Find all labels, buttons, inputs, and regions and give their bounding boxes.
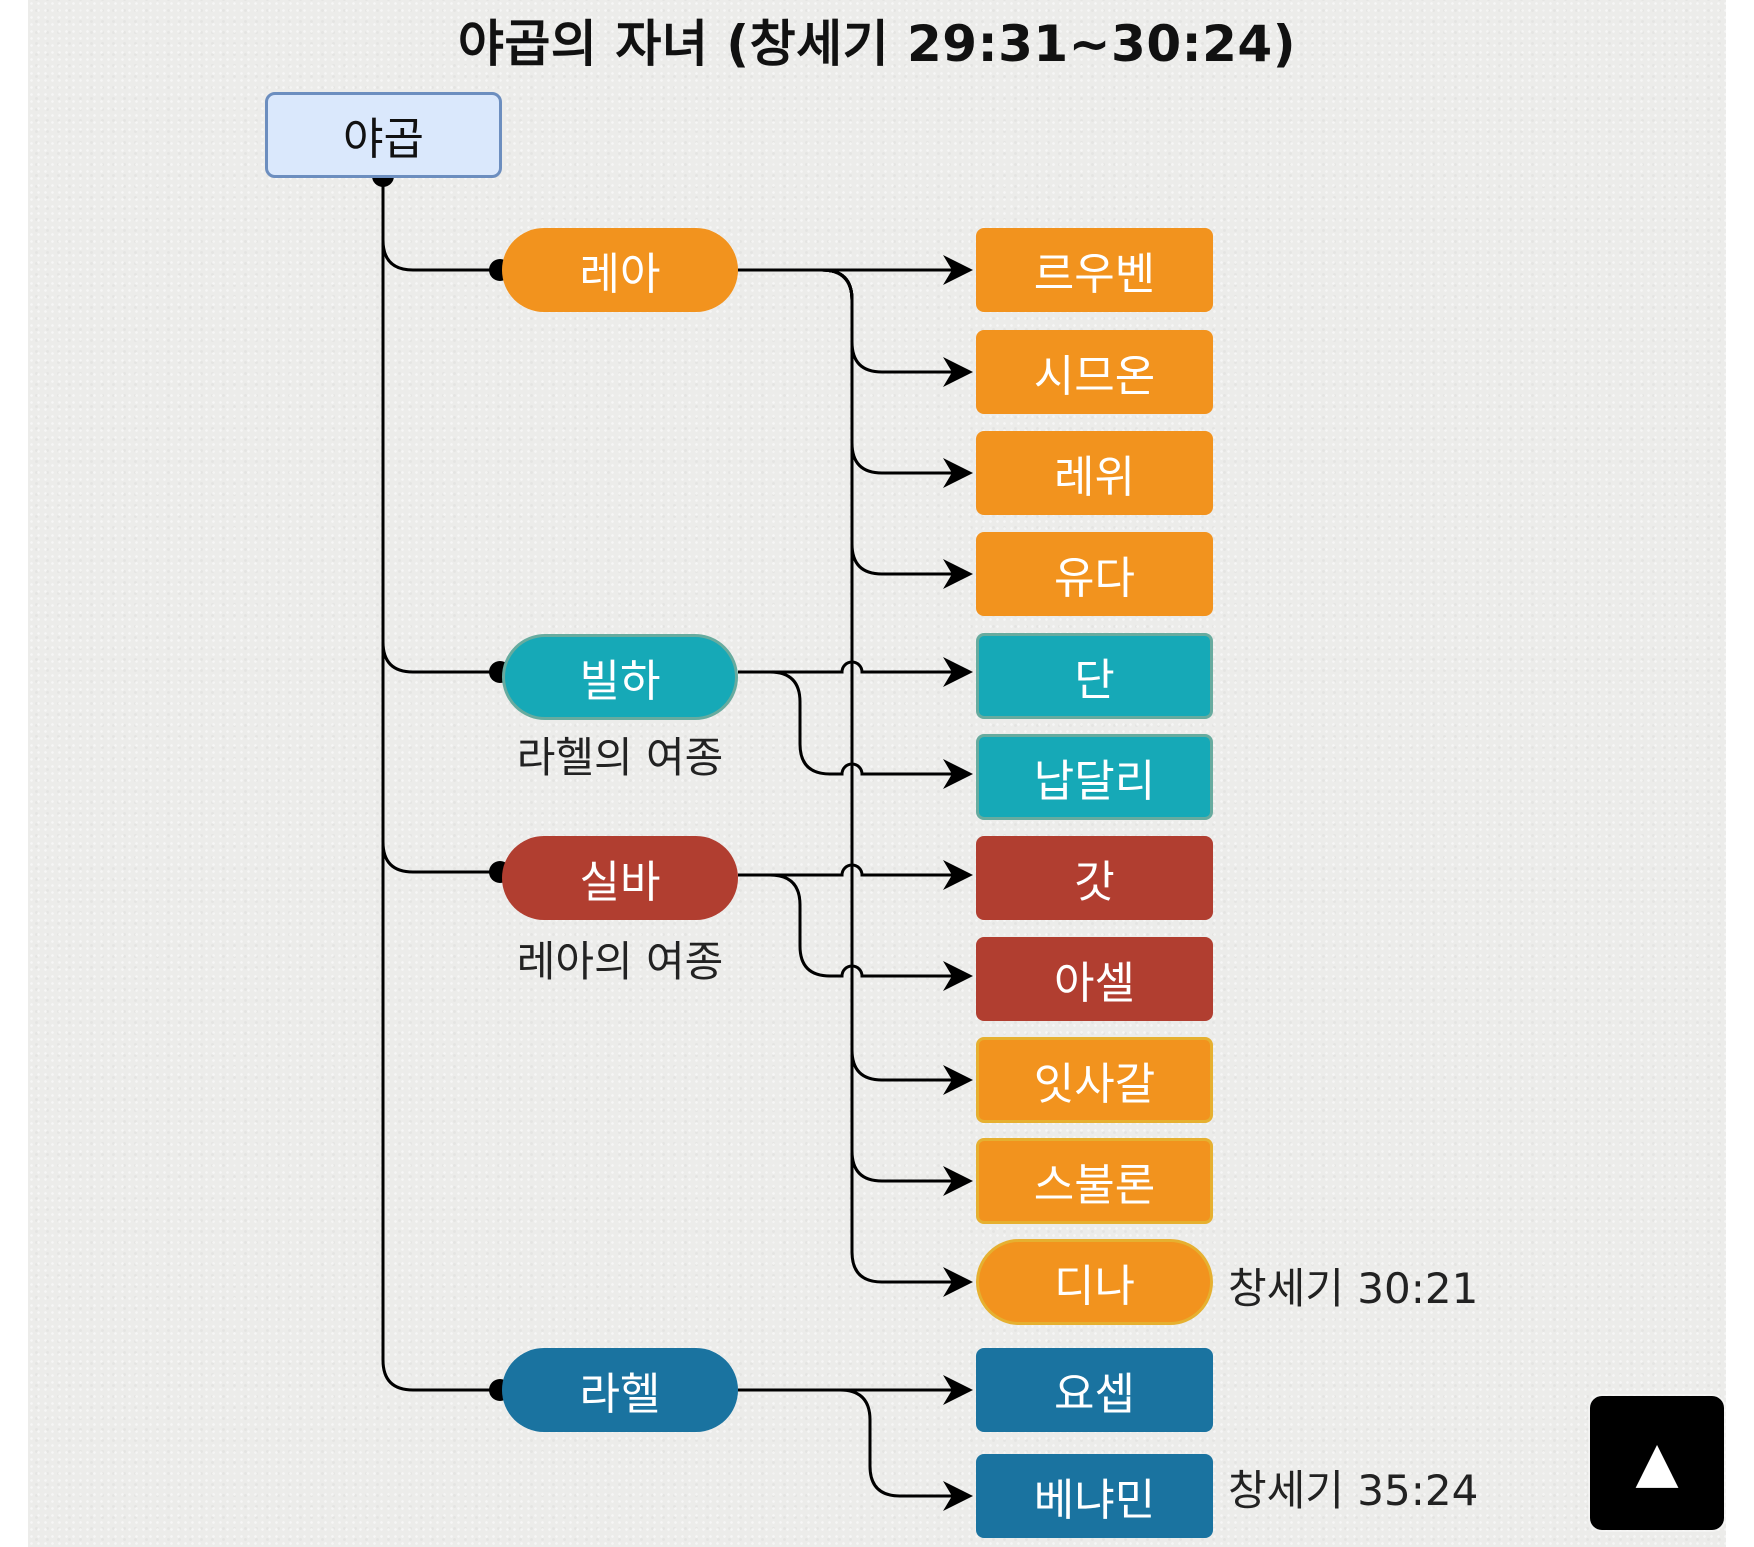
child-node-joseph: 요셉 [976, 1348, 1213, 1432]
child-node-zebulun: 스불론 [976, 1138, 1213, 1224]
child-label: 르우벤 [1033, 249, 1156, 300]
edge-leah-dinah [738, 268, 973, 1297]
child-node-dinah: 디나 [976, 1239, 1213, 1325]
branch-connector-bilhah [381, 641, 500, 674]
mother-node-zilpah: 실바 [502, 836, 738, 920]
edge-bilhah-dan [738, 657, 973, 687]
root-node-label: 야곱 [343, 114, 424, 165]
mother-node-bilhah: 빌하 [502, 634, 738, 720]
up-triangle-icon: ▲ [1635, 1430, 1679, 1495]
child-label: 유다 [1054, 553, 1135, 604]
child-node-asher: 아셀 [976, 937, 1213, 1021]
child-node-benjamin: 베냐민 [976, 1454, 1213, 1538]
edge-leah-judah [738, 268, 973, 589]
child-node-reuben: 르우벤 [976, 228, 1213, 312]
child-label: 잇사갈 [1033, 1059, 1156, 1110]
child-node-judah: 유다 [976, 532, 1213, 616]
edge-zilpah-gad [738, 860, 973, 890]
child-label: 레위 [1054, 452, 1135, 503]
scroll-to-top-button[interactable]: ▲ [1590, 1396, 1724, 1530]
mother-node-rachel: 라헬 [502, 1348, 738, 1432]
child-node-simeon: 시므온 [976, 330, 1213, 414]
mother-label: 실바 [579, 857, 661, 908]
child-label: 요셉 [1054, 1369, 1135, 1420]
mother-node-leah: 레아 [502, 228, 738, 312]
mother-note-bilhah: 라헬의 여종 [516, 733, 724, 782]
child-label: 아셀 [1054, 958, 1135, 1009]
child-label: 스불론 [1033, 1160, 1156, 1211]
mother-note-zilpah: 레아의 여종 [516, 937, 724, 986]
mother-label: 레아 [579, 249, 661, 300]
child-label: 갓 [1074, 857, 1115, 908]
child-node-levi: 레위 [976, 431, 1213, 515]
child-label: 시므온 [1033, 351, 1156, 402]
child-node-dan: 단 [976, 633, 1213, 719]
child-node-gad: 갓 [976, 836, 1213, 920]
reference-benjamin: 창세기 35:24 [1228, 1466, 1479, 1515]
diagram-title: 야곱의 자녀 (창세기 29:31~30:24) [457, 15, 1297, 73]
branch-connector-zilpah [381, 841, 500, 874]
trunk-connector [381, 176, 500, 1392]
child-node-issachar: 잇사갈 [976, 1037, 1213, 1123]
root-node-jacob: 야곱 [265, 92, 502, 178]
child-label: 베냐민 [1033, 1475, 1156, 1526]
child-label: 단 [1074, 655, 1115, 706]
mother-label: 빌하 [579, 656, 661, 707]
edge-zilpah-asher [738, 873, 973, 991]
edge-rachel-benjamin [738, 1388, 973, 1511]
edge-leah-zebulun [738, 268, 973, 1196]
child-label: 디나 [1054, 1261, 1135, 1312]
edge-leah-issachar [738, 268, 973, 1095]
reference-dinah: 창세기 30:21 [1228, 1264, 1479, 1313]
edge-leah-simeon [738, 268, 973, 387]
edge-bilhah-naphtali [738, 670, 973, 789]
mother-label: 라헬 [579, 1369, 661, 1420]
child-node-naphtali: 납달리 [976, 734, 1213, 820]
branch-connector-leah [381, 239, 500, 272]
child-label: 납달리 [1033, 756, 1156, 807]
